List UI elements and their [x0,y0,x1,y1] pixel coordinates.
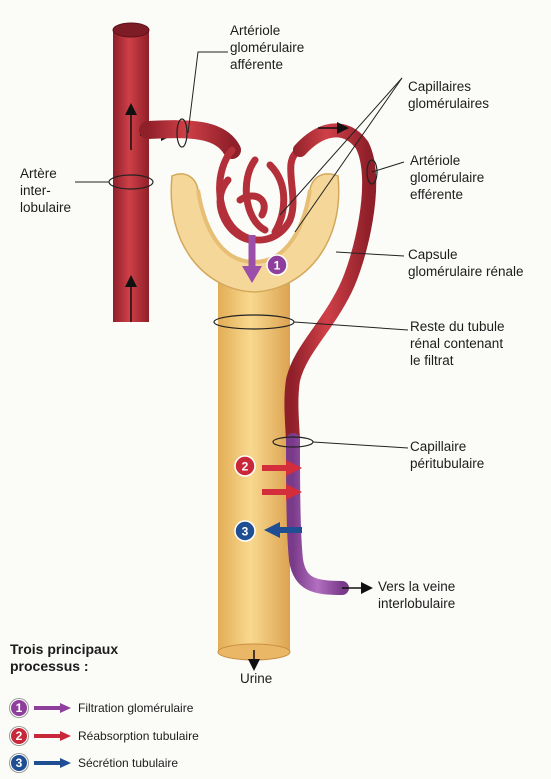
label-vein: Vers la veine interlobulaire [378,578,455,612]
label-urine: Urine [240,670,272,687]
legend-badge-1: 1 [10,699,28,717]
secretion-legend-arrow-icon [34,757,72,769]
legend-title: Trois principaux processus : [10,641,118,675]
legend-text-secretion: Sécrétion tubulaire [78,756,178,770]
label-efferent-arteriole: Artériole glomérulaire efférente [410,152,484,203]
label-renal-tubule: Reste du tubule rénal contenant le filtr… [410,318,505,369]
interlobular-artery [109,23,153,322]
label-glomerular-capillaries: Capillaires glomérulaires [408,78,489,112]
badge-3-text: 3 [242,525,249,539]
legend-text-reabsorption: Réabsorption tubulaire [78,729,199,743]
legend-item-secretion: 3 Sécrétion tubulaire [10,753,178,773]
label-afferent-arteriole: Artériole glomérulaire afférente [230,22,304,73]
legend-badge-3: 3 [10,754,28,772]
badge-2: 2 [235,456,255,476]
label-peritubular-capillary: Capillaire péritubulaire [410,438,484,472]
filtration-legend-arrow-icon [34,702,72,714]
peritubular-capillary [293,440,342,588]
reabsorption-legend-arrow-icon [34,730,72,742]
legend-badge-2: 2 [10,727,28,745]
label-interlobular-artery: Artère inter- lobulaire [20,165,71,216]
badge-1-text: 1 [274,259,281,273]
label-glomerular-capsule: Capsule glomérulaire rénale [408,246,524,280]
legend-item-reabsorption: 2 Réabsorption tubulaire [10,726,199,746]
legend-text-filtration: Filtration glomérulaire [78,701,193,715]
badge-1: 1 [267,255,287,275]
glomerulus [220,150,300,240]
afferent-arteriole [148,129,232,150]
legend-item-filtration: 1 Filtration glomérulaire [10,698,193,718]
badge-2-text: 2 [242,460,249,474]
badge-3: 3 [235,521,255,541]
